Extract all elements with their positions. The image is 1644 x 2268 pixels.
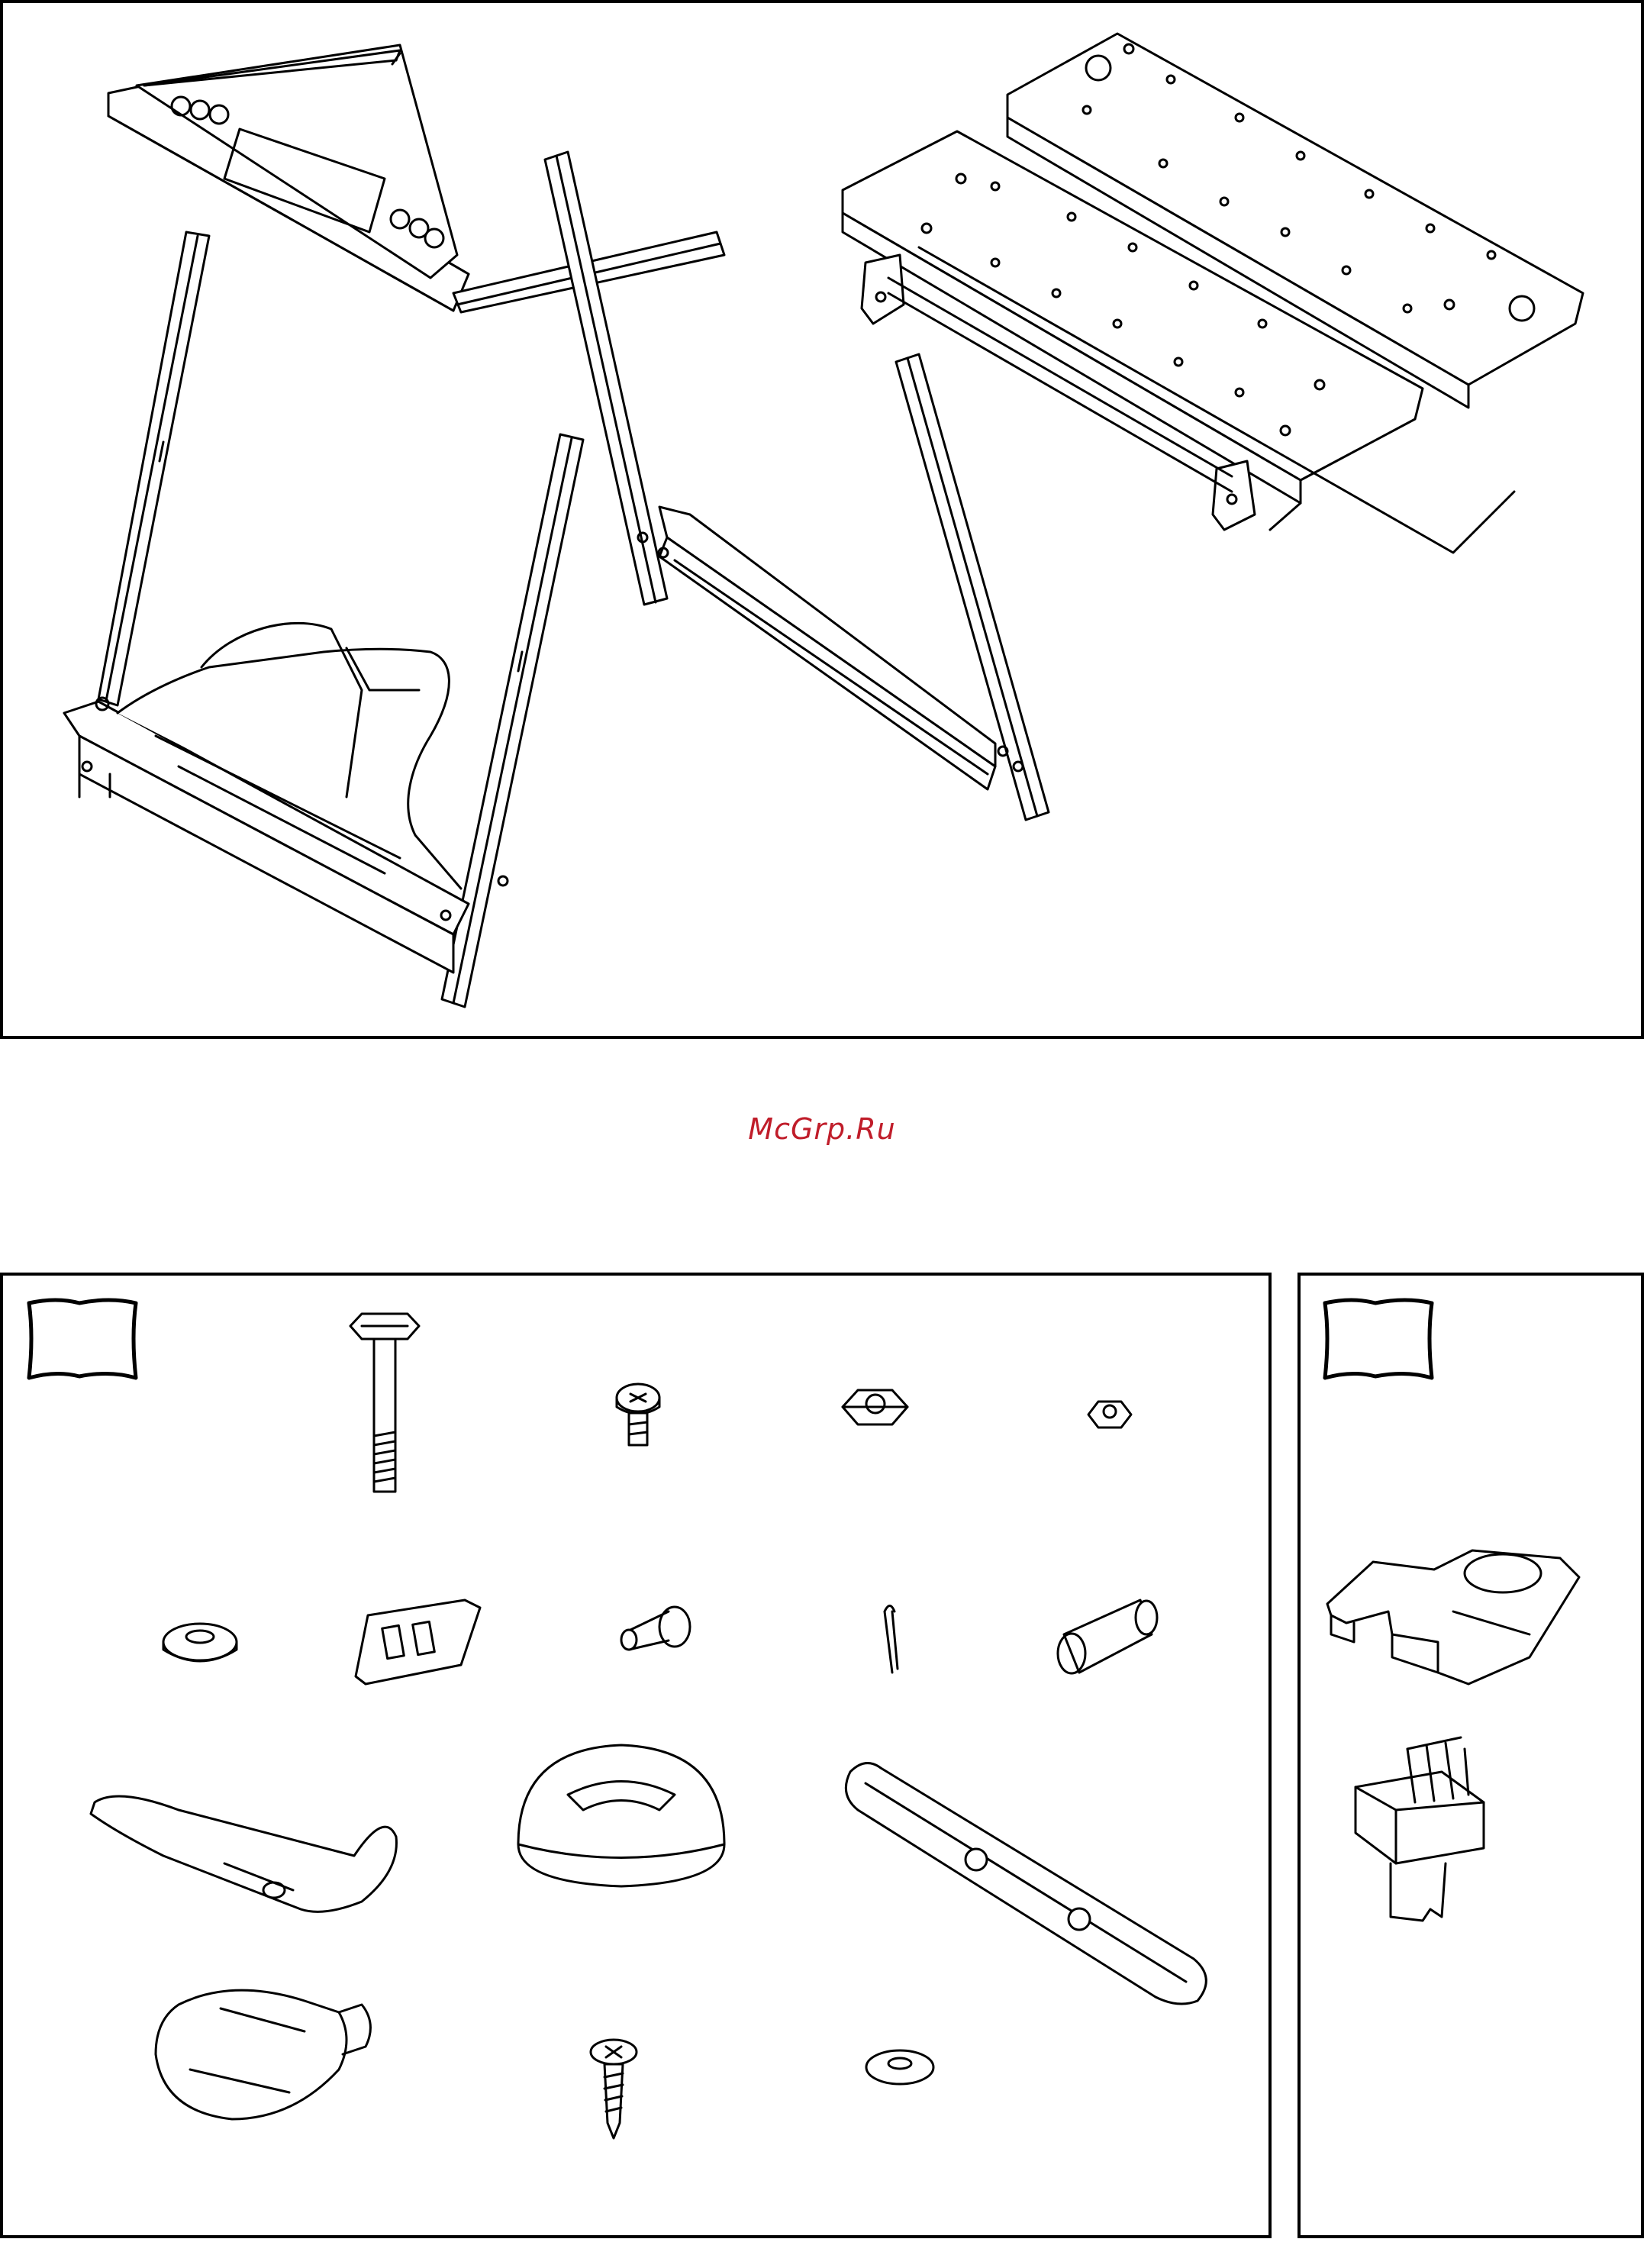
clip-plate-icon: [356, 1600, 480, 1684]
watermark: McGrp.Ru: [0, 1112, 1644, 1146]
grooved-peg-icon: [1355, 1737, 1484, 1921]
spacer-tube-icon: [1058, 1600, 1157, 1673]
small-washer-icon: [866, 2050, 933, 2084]
accessory-bag-illustration: [1301, 1276, 1641, 2235]
dome-cap-icon: [518, 1745, 724, 1886]
hardware-parts-panel: [0, 1273, 1272, 2238]
accessory-parts-panel: [1297, 1273, 1644, 2238]
wood-screw-icon: [591, 2040, 637, 2138]
hardware-bag-icon: [29, 1300, 136, 1378]
top-rail-with-clamp-box: [108, 45, 469, 311]
left-leg-assembly: [64, 232, 583, 1007]
adjustment-knob-icon: [156, 1990, 370, 2119]
accessory-bag-icon: [1325, 1300, 1432, 1378]
hardware-bag-illustration: [3, 1276, 1268, 2235]
flat-washer-icon: [163, 1624, 237, 1661]
clevis-pin-icon: [621, 1607, 690, 1650]
clamp-handle-icon: [91, 1796, 396, 1912]
lock-nut-large-icon: [843, 1390, 907, 1424]
pan-head-screw-icon: [617, 1384, 659, 1445]
assembly-illustration-panel: [0, 0, 1644, 1039]
hex-bolt-icon: [350, 1314, 419, 1492]
lock-nut-small-icon: [1088, 1402, 1131, 1428]
exploded-workbench-illustration: [3, 3, 1641, 1036]
cotter-pin-icon: [885, 1606, 898, 1673]
swivel-clamp-block-icon: [1327, 1550, 1579, 1684]
vise-jaw-plate-icon: [846, 1763, 1206, 2004]
